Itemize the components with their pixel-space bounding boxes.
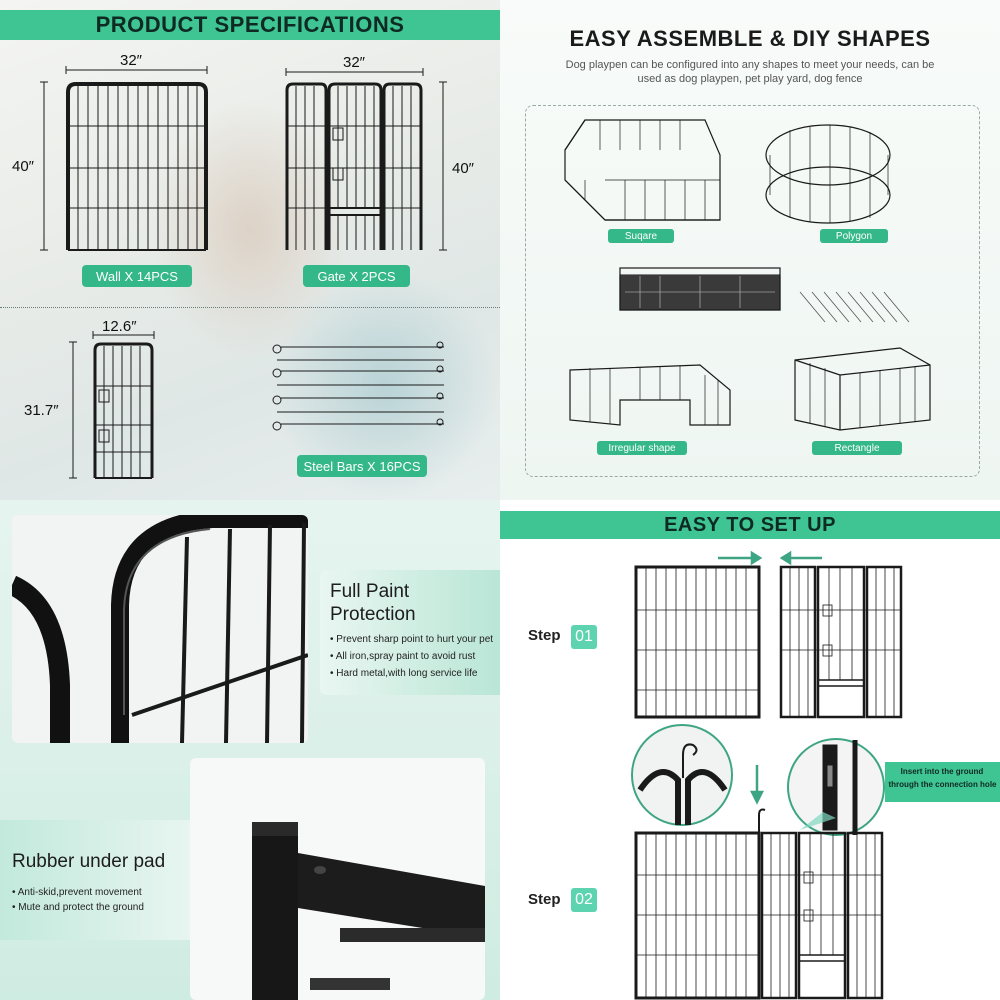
- setup-note-line1: Insert into the ground: [900, 767, 984, 776]
- rubber-card: [0, 820, 190, 940]
- rubber-title: Rubber under pad: [12, 851, 166, 872]
- shape-illustrations: [564, 119, 931, 431]
- paint-card: [320, 570, 500, 695]
- paint-photo: [12, 515, 308, 743]
- step-1-label: Step: [528, 627, 561, 644]
- gate-height: 40″: [452, 160, 474, 177]
- shapes-title: EASY ASSEMBLE & DIY SHAPES: [569, 26, 931, 51]
- setup-title: EASY TO SET UP: [500, 511, 1000, 539]
- shapes-box: [525, 105, 980, 477]
- wall-width: 32″: [120, 52, 142, 69]
- specs-title: PRODUCT SPECIFICATIONS: [0, 10, 500, 40]
- rubber-bullet-2: • Mute and protect the ground: [12, 902, 144, 913]
- paint-bullet-2: • All iron,spray paint to avoid rust: [330, 651, 476, 662]
- small-panel-diagram: [69, 331, 155, 479]
- step-1-number: 01: [571, 625, 597, 649]
- bars-label: Steel Bars X 16PCS: [297, 455, 427, 477]
- shape-label-rectangle: Rectangle: [812, 441, 902, 455]
- shapes-subtitle-1: Dog playpen can be configured into any s…: [565, 59, 935, 71]
- paint-title-2: Protection: [330, 604, 416, 625]
- rubber-photo: [190, 758, 485, 1000]
- rubber-bullet-1: • Anti-skid,prevent movement: [12, 887, 142, 898]
- gate-panel-diagram: [285, 68, 447, 251]
- step-2-label: Step: [528, 891, 561, 908]
- shape-label-square: Suqare: [608, 229, 674, 243]
- specs-divider: [0, 307, 500, 308]
- wall-height: 40″: [12, 158, 34, 175]
- gate-label: Gate X 2PCS: [303, 265, 410, 287]
- wall-panel-diagram: [40, 66, 208, 251]
- paint-title-1: Full Paint: [330, 581, 410, 602]
- setup-note: [885, 762, 1000, 802]
- step-2-number: 02: [571, 888, 597, 912]
- setup-note-line2: through the connection hole: [888, 780, 997, 789]
- small-height: 31.7″: [24, 402, 59, 419]
- gate-width: 32″: [343, 54, 365, 71]
- shapes-subtitle-2: used as dog playpen, pet play yard, dog …: [637, 73, 863, 85]
- setup-panel: [500, 500, 1000, 1000]
- shapes-panel: [500, 0, 1000, 500]
- paint-bullet-3: • Hard metal,with long service life: [330, 668, 478, 679]
- paint-bullet-1: • Prevent sharp point to hurt your pet: [330, 634, 494, 645]
- steel-bars-diagram: [272, 341, 444, 431]
- small-width: 12.6″: [102, 318, 137, 335]
- shape-label-irregular: Irregular shape: [597, 441, 687, 455]
- shape-label-polygon: Polygon: [820, 229, 888, 243]
- wall-label: Wall X 14PCS: [82, 265, 192, 287]
